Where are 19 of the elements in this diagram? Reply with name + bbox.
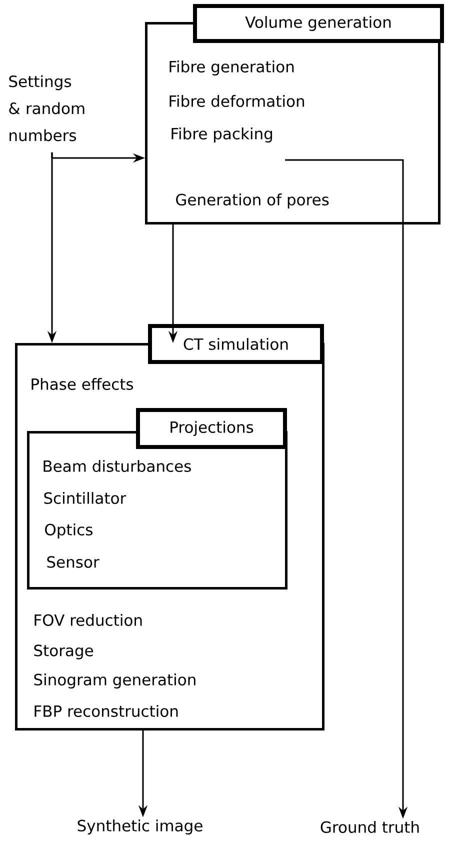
- tab-label: CT simulation: [148, 324, 324, 364]
- list-item: Generation of pores: [176, 194, 329, 209]
- list-item: Fibre generation: [170, 60, 294, 76]
- list-item: Optics: [45, 524, 92, 538]
- list-item: Sensor: [47, 556, 100, 568]
- label-text: Settings & random numbers: [9, 75, 84, 142]
- list-item: Fibre deformation: [170, 95, 304, 107]
- tab-label: Volume generation: [193, 4, 444, 43]
- list-item: Fibre packing: [172, 128, 272, 143]
- output-label: Synthetic image: [78, 820, 202, 834]
- list-item: Beam disturbances: [44, 460, 191, 472]
- list-item: Sinogram generation: [34, 674, 196, 688]
- list-item: Phase effects: [32, 378, 134, 390]
- output-label: Ground truth: [320, 821, 419, 833]
- list-item: FOV reduction: [34, 614, 142, 626]
- list-item: FBP reconstruction: [34, 705, 178, 717]
- list-item: Scintillator: [44, 492, 126, 504]
- tab-label: Projections: [136, 408, 287, 449]
- list-item: Storage: [34, 644, 94, 660]
